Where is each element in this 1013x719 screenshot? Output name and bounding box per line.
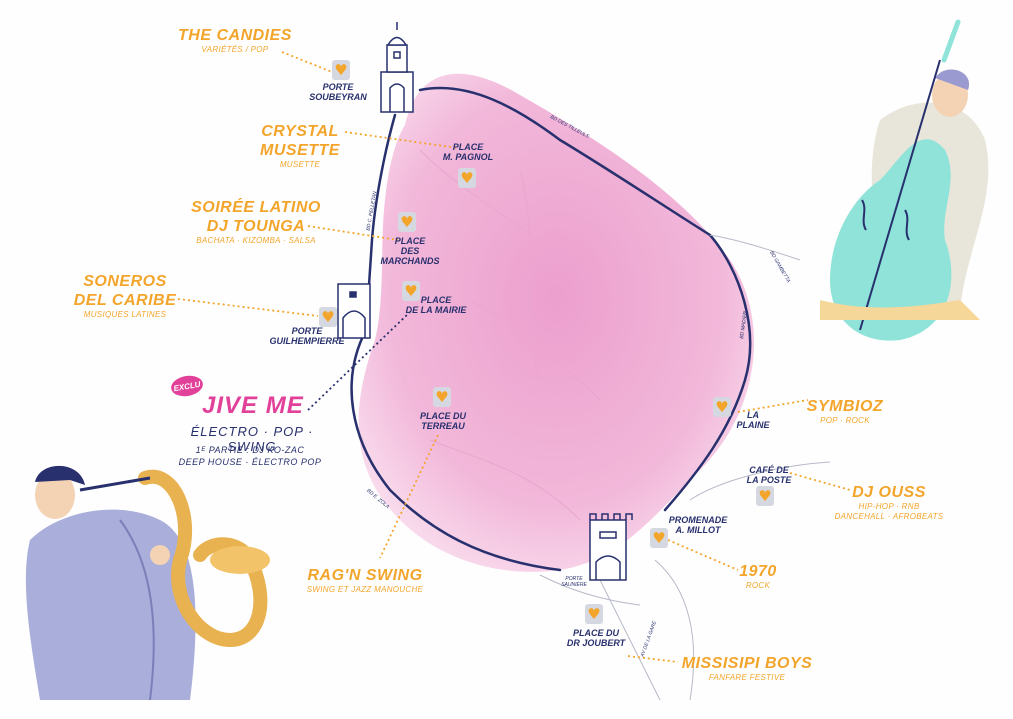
heart-icon[interactable]: ♥ bbox=[433, 387, 451, 407]
heart-icon[interactable]: ♥ bbox=[756, 486, 774, 506]
artist-1970[interactable]: 1970 ROCK bbox=[728, 562, 788, 591]
artist-name-line2: DEL CARIBE bbox=[73, 292, 177, 309]
porte-guilhempierre-gate bbox=[337, 283, 371, 339]
jive-connector bbox=[307, 311, 411, 411]
heart-icon[interactable]: ♥ bbox=[585, 604, 603, 624]
artist-crystal-musette[interactable]: CRYSTAL MUSETTE MUSETTE bbox=[250, 122, 350, 170]
artist-genre: FANFARE FESTIVE bbox=[708, 673, 786, 682]
artist-the-candies[interactable]: THE CANDIES VARIÉTÉS / POP bbox=[170, 26, 300, 55]
artist-name: SYMBIOZ bbox=[806, 398, 884, 415]
artist-name: THE CANDIES bbox=[178, 27, 292, 44]
outer-roads bbox=[539, 234, 831, 701]
artist-name: RAG'N SWING bbox=[307, 567, 423, 584]
artist-name: 1970 bbox=[739, 563, 777, 580]
artist-mississipi-boys[interactable]: MISSISIPI BOYS FANFARE FESTIVE bbox=[672, 654, 822, 683]
artist-soneros[interactable]: SONEROS DEL CARIBE MUSIQUES LATINES bbox=[70, 272, 180, 320]
artist-genre: MUSIQUES LATINES bbox=[83, 310, 167, 319]
artist-symbioz[interactable]: SYMBIOZ POP · ROCK bbox=[800, 397, 890, 426]
artist-jive-genre: ÉLECTRO · POP · SWING bbox=[190, 424, 314, 454]
heart-icon[interactable]: ♥ bbox=[650, 528, 668, 548]
artist-name-line1: SOIRÉE LATINO bbox=[191, 199, 321, 216]
artist-genre: ROCK bbox=[745, 581, 771, 590]
artist-soiree-latino[interactable]: SOIRÉE LATINO DJ TOUNGA BACHATA · KIZOMB… bbox=[186, 198, 326, 246]
connector-lines bbox=[177, 51, 851, 663]
heart-icon[interactable]: ♥ bbox=[458, 168, 476, 188]
artist-ragn-swing[interactable]: RAG'N SWING SWING ET JAZZ MANOUCHE bbox=[295, 566, 435, 595]
artist-dj-ouss[interactable]: DJ OUSS HIP-HOP · RNB DANCEHALL · AFROBE… bbox=[826, 483, 952, 522]
heart-icon[interactable]: ♥ bbox=[319, 307, 337, 327]
old-town-zone bbox=[358, 73, 754, 572]
artist-genre-line1: HIP-HOP · RNB bbox=[858, 502, 920, 511]
heart-icon[interactable]: ♥ bbox=[713, 397, 731, 417]
artist-genre: BACHATA · KIZOMBA · SALSA bbox=[196, 236, 316, 245]
artist-name-line2: MUSETTE bbox=[260, 142, 340, 159]
double-bass-player-illustration bbox=[820, 19, 989, 341]
artist-genre: SWING ET JAZZ MANOUCHE bbox=[306, 585, 424, 594]
artist-name: MISSISIPI BOYS bbox=[681, 655, 813, 672]
heart-icon[interactable]: ♥ bbox=[398, 212, 416, 232]
heart-icon[interactable]: ♥ bbox=[332, 60, 350, 80]
artist-genre-line2: DANCEHALL · AFROBEATS bbox=[834, 512, 944, 521]
artist-jive-support: 1ᴱ PARTIE : DJ KO-ZAC DEEP HOUSE · ÉLECT… bbox=[178, 445, 322, 467]
artist-name-line1: CRYSTAL bbox=[261, 123, 339, 140]
artist-name-line2: DJ TOUNGA bbox=[206, 218, 306, 235]
porte-sauniere-gate bbox=[589, 513, 633, 581]
heart-icon[interactable]: ♥ bbox=[402, 281, 420, 301]
inner-streets bbox=[419, 149, 601, 521]
porte-soubeyran-tower bbox=[380, 22, 414, 113]
artist-genre: VARIÉTÉS / POP bbox=[201, 45, 269, 54]
artist-genre: MUSETTE bbox=[279, 160, 321, 169]
artist-jive-me[interactable]: JIVE ME bbox=[202, 392, 304, 419]
artist-name-line1: SONEROS bbox=[83, 273, 167, 290]
saxophone-player-illustration bbox=[25, 465, 270, 701]
artist-genre: POP · ROCK bbox=[820, 416, 870, 425]
artist-name: DJ OUSS bbox=[852, 484, 926, 501]
